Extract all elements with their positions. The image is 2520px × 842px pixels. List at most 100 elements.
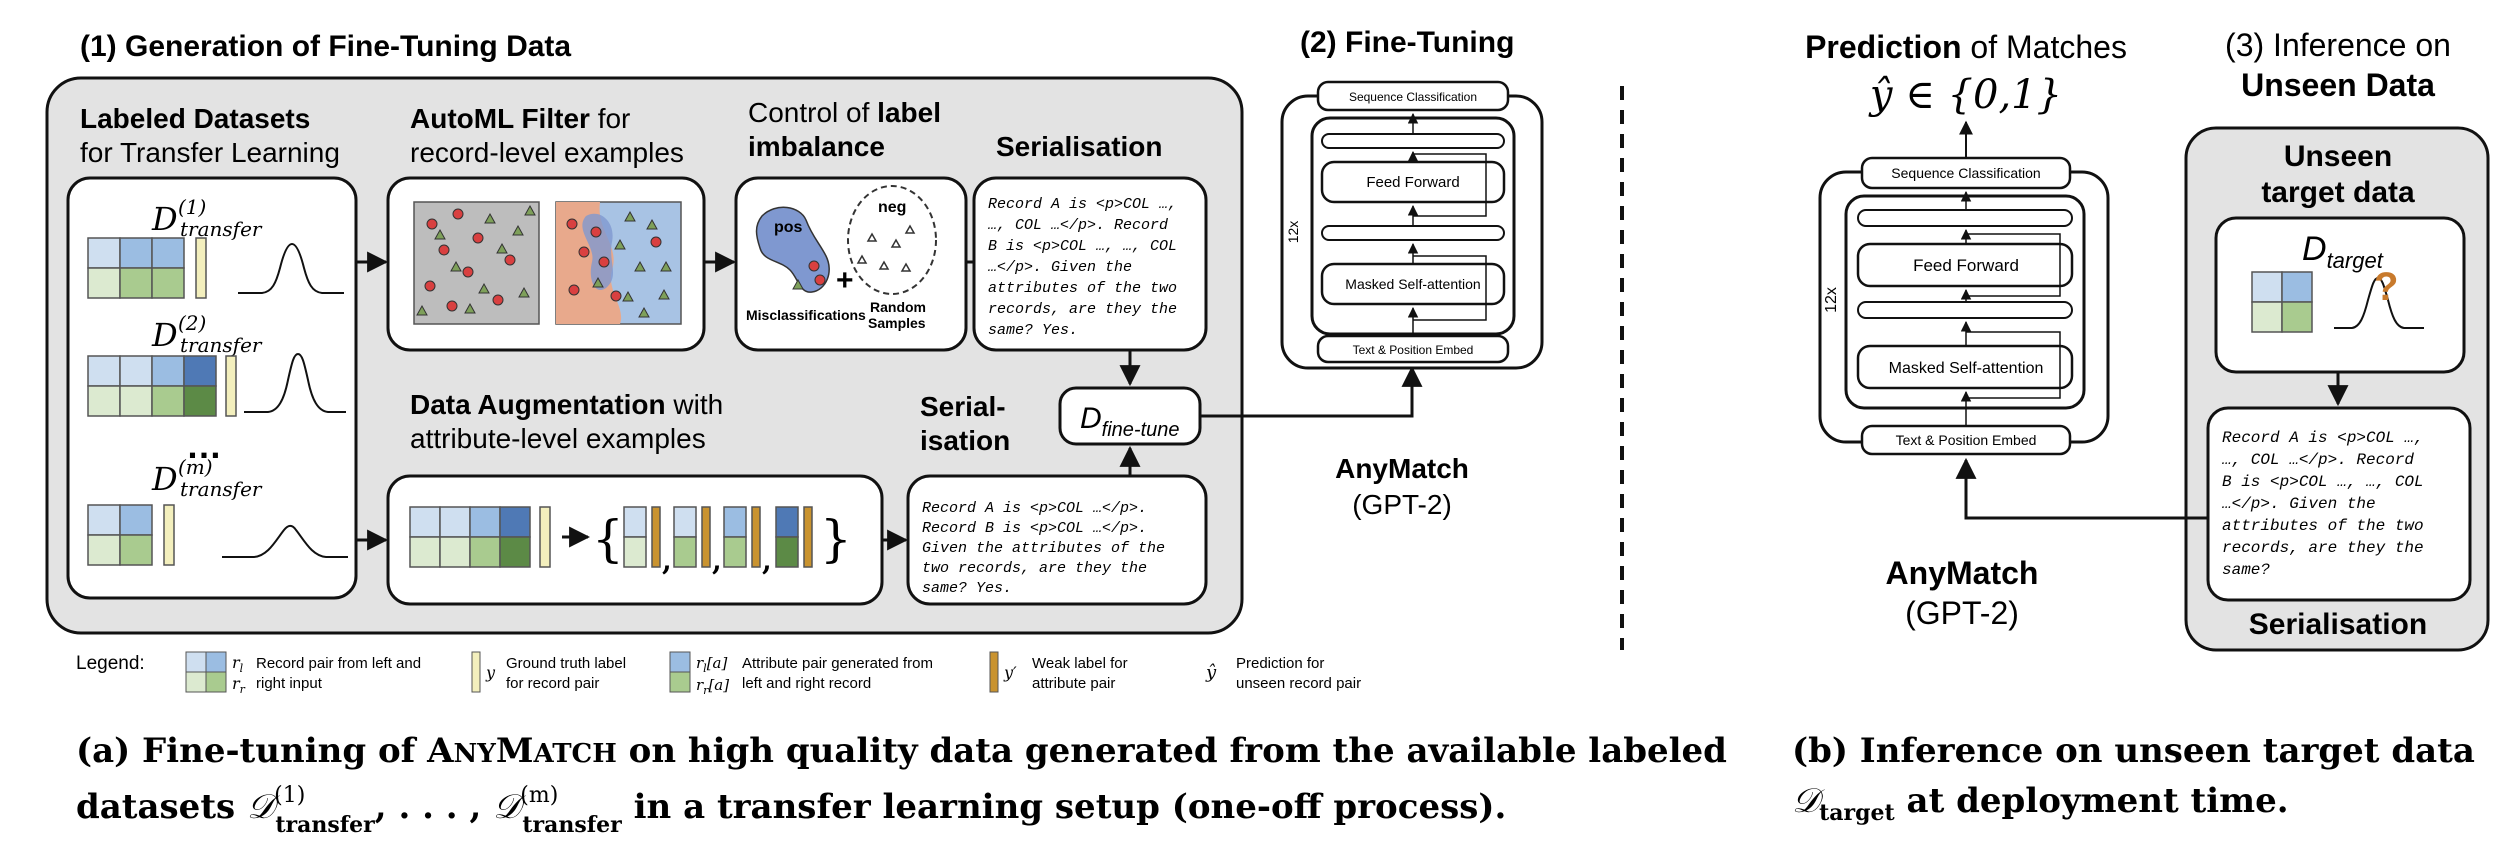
arrow-dfinetune-to-model: [1200, 365, 1423, 418]
svg-text:Misclassifications: Misclassifications: [746, 307, 866, 323]
svg-text:(1): (1): [178, 195, 206, 219]
serialisation-text-1: Record A is <p>COL …, …, COL …</p>. Reco…: [988, 196, 1186, 339]
yhat-expression: ŷ ∈ {0,1}: [1868, 72, 2062, 118]
serialisation-label-b: Serialisation: [2249, 608, 2427, 641]
svg-text:(m): (m): [178, 455, 213, 479]
prediction-title: Prediction of Matches: [1805, 29, 2127, 65]
serialisation-text-b: Record A is <p>COL …, …, COL …</p>. Reco…: [2222, 429, 2433, 579]
svg-text:rr[a]: rr[a]: [696, 676, 729, 697]
caption-a-line2: datasets 𝒟(1)transfer, . . . , 𝒟(m)trans…: [76, 783, 1506, 838]
section3-subtitle: Unseen Data: [2241, 67, 2435, 103]
dataset-d1: D (1) transfer: [87, 195, 344, 299]
svg-text:Feed Forward: Feed Forward: [1366, 174, 1459, 191]
anymatch-label-b: AnyMatch: [1886, 555, 2039, 591]
svg-text:Samples: Samples: [868, 315, 926, 331]
caption-b-line2: 𝒟target at deployment time.: [1792, 781, 2289, 826]
serialisation-label-2: Serial- isation: [920, 391, 1013, 456]
augmentation-illustration: { , , , }: [409, 506, 852, 577]
dataset-d2: D (2) transfer: [87, 311, 346, 417]
svg-text:Weak label for: Weak label for: [1032, 655, 1128, 672]
augmentation-title: Data Augmentation with: [410, 389, 723, 420]
svg-text:D: D: [151, 316, 178, 354]
svg-text:unseen record pair: unseen record pair: [1236, 675, 1361, 692]
augmentation-subtitle: attribute-level examples: [410, 423, 706, 454]
svg-text:transfer: transfer: [180, 333, 263, 357]
svg-text:,: ,: [762, 544, 772, 577]
svg-text:D: D: [151, 200, 178, 238]
svg-text:Record pair from left and: Record pair from left and: [256, 655, 421, 672]
svg-text:Feed Forward: Feed Forward: [1913, 256, 2019, 275]
svg-text:}: }: [820, 510, 852, 568]
svg-text:for record pair: for record pair: [506, 675, 599, 692]
imbalance-subtitle: imbalance: [748, 131, 885, 162]
arrow-serial-to-model-b: [1955, 457, 2208, 520]
serialisation-box-1: [972, 176, 1208, 352]
svg-text:12x: 12x: [1285, 221, 1301, 244]
automl-subtitle: record-level examples: [410, 137, 684, 168]
dataset-ellipsis: …: [186, 425, 222, 466]
labeled-datasets-subtitle: for Transfer Learning: [80, 137, 340, 168]
svg-text:Attribute pair generated from: Attribute pair generated from: [742, 655, 933, 672]
svg-text:(2): (2): [178, 311, 206, 335]
automl-scatter-after: [555, 201, 682, 325]
dataset-dm: D (m) transfer: [87, 455, 348, 566]
svg-text:y′: y′: [1003, 663, 1017, 682]
svg-text:Text & Position Embed: Text & Position Embed: [1896, 432, 2037, 448]
svg-text:transfer: transfer: [180, 217, 263, 241]
section3-title: (3) Inference on: [2225, 27, 2451, 63]
svg-text:,: ,: [662, 544, 672, 577]
automl-scatter-before: [413, 201, 540, 325]
unseen-subtitle: target data: [2261, 176, 2415, 209]
svg-text:+: +: [836, 264, 854, 297]
gpt2-label-b: (GPT-2): [1905, 595, 2019, 631]
section2-title: (2) Fine-Tuning: [1300, 26, 1514, 59]
svg-text:Legend:: Legend:: [76, 653, 145, 674]
finetune-model: Sequence Classification Feed Forward Mas…: [1280, 80, 1544, 370]
unseen-title: Unseen: [2284, 140, 2392, 173]
svg-text:left and right record: left and right record: [742, 675, 871, 692]
gpt2-label-a: (GPT-2): [1352, 489, 1452, 520]
section1-title: (1) Generation of Fine-Tuning Data: [80, 30, 571, 63]
svg-text:Text & Position Embed: Text & Position Embed: [1353, 343, 1474, 357]
svg-text:transfer: transfer: [180, 477, 263, 501]
svg-text:,: ,: [712, 544, 722, 577]
d-target-label: Dtarget: [2302, 230, 2384, 273]
svg-text:D: D: [151, 460, 178, 498]
imbalance-illustration: pos neg + Misclassifications Random Samp…: [746, 185, 937, 331]
serialisation-title: Serialisation: [996, 131, 1163, 162]
labeled-datasets-title: Labeled Datasets: [80, 103, 310, 134]
svg-text:Random: Random: [870, 299, 926, 315]
target-data-box: [2214, 216, 2466, 374]
svg-text:Masked Self-attention: Masked Self-attention: [1889, 360, 2044, 377]
inference-model: Sequence Classification Feed Forward Mas…: [1818, 120, 2110, 456]
anymatch-label-a: AnyMatch: [1335, 453, 1469, 484]
svg-text:pos: pos: [774, 219, 803, 236]
target-data-illustration: ?: [2251, 265, 2424, 333]
legend: Legend: rl rr Record pair from left and …: [76, 651, 1361, 697]
svg-text:y: y: [485, 663, 496, 682]
svg-text:rr: rr: [232, 674, 246, 696]
svg-text:Ground truth label: Ground truth label: [506, 655, 626, 672]
imbalance-title: Control of label: [748, 97, 941, 128]
svg-text:Sequence Classification: Sequence Classification: [1349, 90, 1477, 104]
svg-text:{: {: [592, 510, 624, 568]
svg-text:right input: right input: [256, 675, 323, 692]
svg-text:Sequence Classification: Sequence Classification: [1891, 165, 2040, 181]
caption-a-line1: (a) Fine-tuning of ANYMATCH on high qual…: [76, 731, 1727, 771]
svg-text:12x: 12x: [1823, 287, 1840, 313]
serialisation-text-2: Record A is <p>COL …</p>. Record B is <p…: [922, 500, 1174, 597]
automl-title: AutoML Filter for: [410, 103, 630, 134]
svg-text:Prediction for: Prediction for: [1236, 655, 1324, 672]
svg-text:ŷ: ŷ: [1205, 662, 1217, 683]
caption-b-line1: (b) Inference on unseen target data: [1792, 731, 2475, 771]
serialisation-box-2: [906, 474, 1208, 606]
svg-text:rl[a]: rl[a]: [696, 654, 727, 675]
svg-text:neg: neg: [878, 199, 906, 216]
svg-text:Masked Self-attention: Masked Self-attention: [1345, 276, 1480, 292]
svg-text:rl: rl: [232, 653, 244, 675]
svg-text:attribute pair: attribute pair: [1032, 675, 1115, 692]
serialisation-box-b: [2206, 406, 2472, 602]
d-finetune-label: Dfine-tune: [1080, 402, 1180, 441]
question-mark-icon: ?: [2374, 265, 2398, 309]
